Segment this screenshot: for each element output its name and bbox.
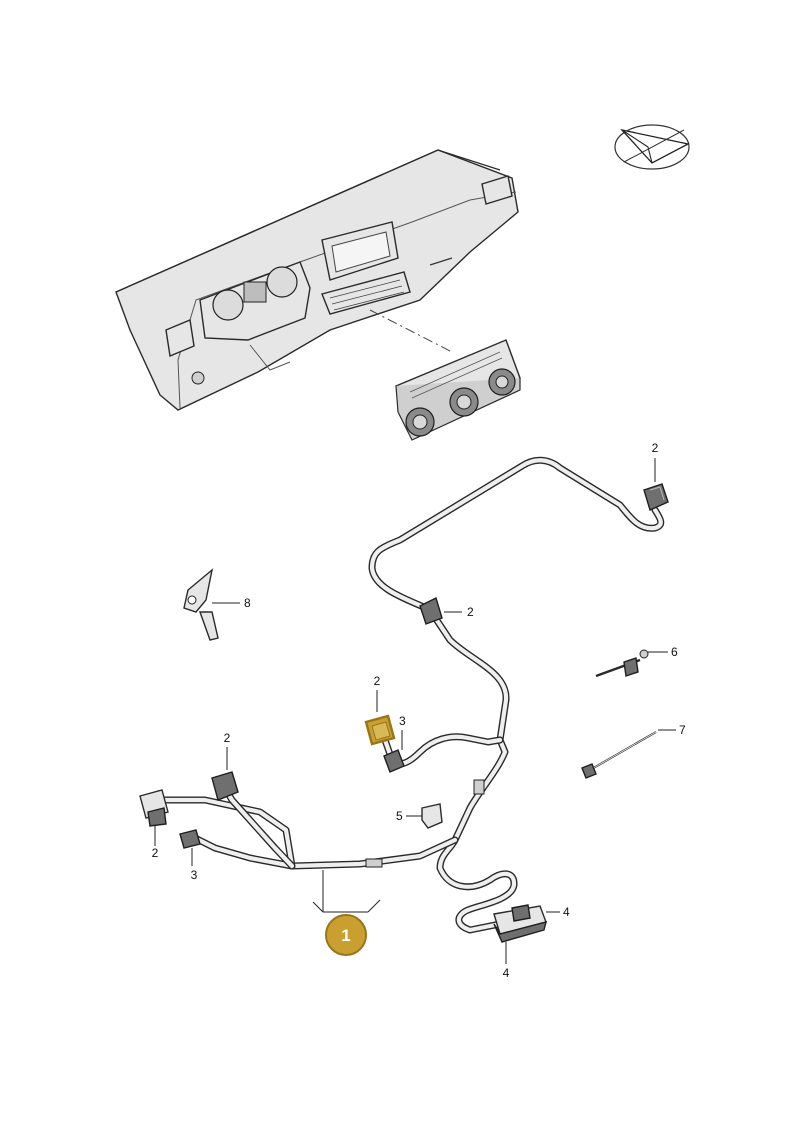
dashboard-leader-line	[369, 309, 453, 353]
main-part-number: 1	[341, 926, 350, 945]
callout-2-mid: 2	[467, 605, 474, 619]
cable-tie-7	[581, 731, 657, 779]
connector-mid	[419, 597, 443, 625]
callout-5: 5	[396, 809, 403, 823]
callout-2-top-right: 2	[652, 441, 659, 455]
connector-left-small	[179, 829, 201, 849]
callout-4-bottom: 4	[503, 966, 510, 980]
bracket-8	[183, 568, 219, 641]
callout-2-connector-top: 2	[374, 674, 381, 688]
wiring-harness	[158, 456, 665, 934]
connector-far-left	[139, 789, 169, 827]
connector-small-mid	[383, 749, 405, 773]
cable-tie-6	[595, 649, 649, 678]
callout-4-right: 4	[563, 905, 570, 919]
connector-top-right	[643, 483, 669, 511]
callout-6: 6	[671, 645, 678, 659]
paper-plane-orientation-icon	[614, 124, 690, 170]
callout-7: 7	[679, 723, 686, 737]
callout-8: 8	[244, 596, 251, 610]
leader-lines	[154, 458, 676, 964]
callout-2-bottom-left: 2	[152, 846, 159, 860]
clip-5	[421, 803, 443, 829]
callout-3-mid: 3	[399, 714, 406, 728]
callout-3-bottom-left: 3	[191, 868, 198, 882]
climate-control-panel	[395, 339, 521, 441]
connector-highlighted	[364, 714, 396, 746]
dashboard-illustration	[115, 149, 519, 411]
main-part-badge: 1	[325, 914, 367, 956]
connector-left-top	[211, 771, 239, 801]
callout-2-left: 2	[224, 731, 231, 745]
connector-bottom-right	[493, 904, 547, 943]
